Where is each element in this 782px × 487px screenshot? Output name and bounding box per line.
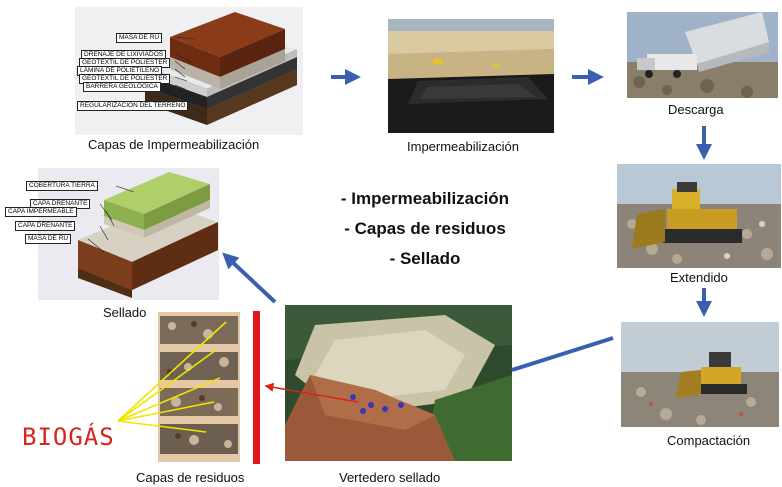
step-sellado: - Sellado [389, 249, 461, 268]
waste-layers-photo [158, 312, 240, 462]
sealing-layers-diagram: COBERTURA TIERRA CAPA DRENANTE CAPA IMPE… [4, 168, 219, 300]
label-masa-ru: MASA DE RU [116, 33, 163, 43]
caption-descarga: Descarga [668, 102, 724, 117]
red-arrow-vertedero-to-waste [264, 382, 359, 403]
arrow-vertedero-to-sellado [222, 252, 277, 304]
caption-capas-residuos: Capas de residuos [136, 470, 245, 485]
gas-line-5 [117, 420, 207, 433]
label-capa-impermeable: CAPA IMPERMEABLE [5, 207, 77, 217]
label-cobertura-tierra: COBERTURA TIERRA [26, 181, 98, 191]
label-masa-ru-seal: MASA DE RU [25, 234, 72, 244]
gas-line-2 [117, 349, 217, 422]
extendido-photo [617, 164, 781, 268]
step-capas-residuos: - Capas de residuos [344, 219, 506, 238]
caption-capas-impermeabilizacion: Capas de Impermeabilización [88, 137, 260, 152]
liner-layers-diagram: MASA DE RU DRENAJE DE LIXIVIADOS GEOTEXT… [75, 7, 303, 135]
caption-sellado: Sellado [103, 305, 147, 320]
gas-line-4 [117, 401, 215, 422]
connector-compactacion-to-vertedero [511, 336, 614, 372]
impermeabilizacion-photo [388, 19, 554, 133]
caption-compactacion: Compactación [667, 433, 751, 448]
label-regularizacion-terreno: REGULARIZACIÓN DEL TERRENO [77, 101, 189, 111]
biogas-label: BIOGÁS [22, 423, 115, 451]
caption-vertedero-sellado: Vertedero sellado [339, 470, 441, 485]
red-bar [253, 311, 260, 464]
gas-line-1 [117, 321, 227, 422]
step-impermeabilizacion: - Impermeabilización [340, 189, 510, 208]
label-capa-drenante-2: CAPA DRENANTE [15, 221, 76, 231]
label-barrera-geologica: BARRERA GEOLÓGICA [83, 82, 161, 92]
caption-extendido: Extendido [670, 270, 728, 285]
steps-list: - Impermeabilización - Capas de residuos… [300, 186, 550, 276]
gas-line-3 [117, 377, 221, 422]
caption-impermeabilizacion: Impermeabilización [407, 139, 519, 154]
vertedero-sellado-photo [285, 305, 512, 461]
compactacion-photo [621, 322, 779, 427]
descarga-photo [627, 12, 778, 98]
